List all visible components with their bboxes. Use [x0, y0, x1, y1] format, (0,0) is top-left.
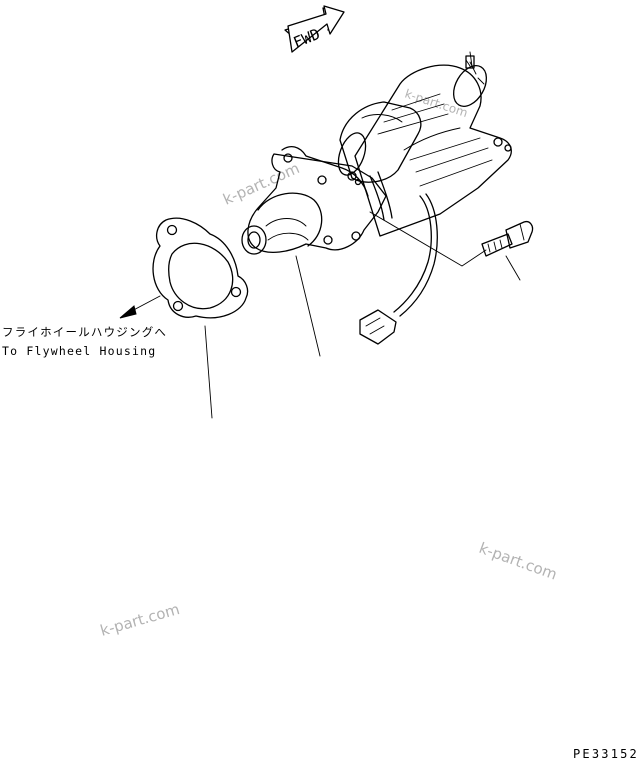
callout-japanese: フライホイールハウジングへ: [2, 325, 167, 339]
watermark: k-part.com: [98, 600, 181, 640]
callout-english: To Flywheel Housing: [2, 344, 156, 358]
leader-line-starter: [295, 255, 321, 357]
leader-line-bolt: [369, 211, 487, 267]
leader-line-gasket: [204, 325, 213, 419]
mounting-bolt-part: [481, 220, 534, 257]
flywheel-housing-arrow: [119, 295, 161, 319]
watermark: k-part.com: [477, 539, 560, 584]
fwd-direction-arrow: FWD: [284, 5, 345, 53]
leader-line-bolt-callout: [505, 255, 521, 281]
starter-motor-part: [241, 51, 512, 345]
gasket-part: [152, 217, 249, 319]
drawing-code: PE33152: [573, 747, 639, 761]
watermark: k-part.com: [220, 159, 302, 209]
